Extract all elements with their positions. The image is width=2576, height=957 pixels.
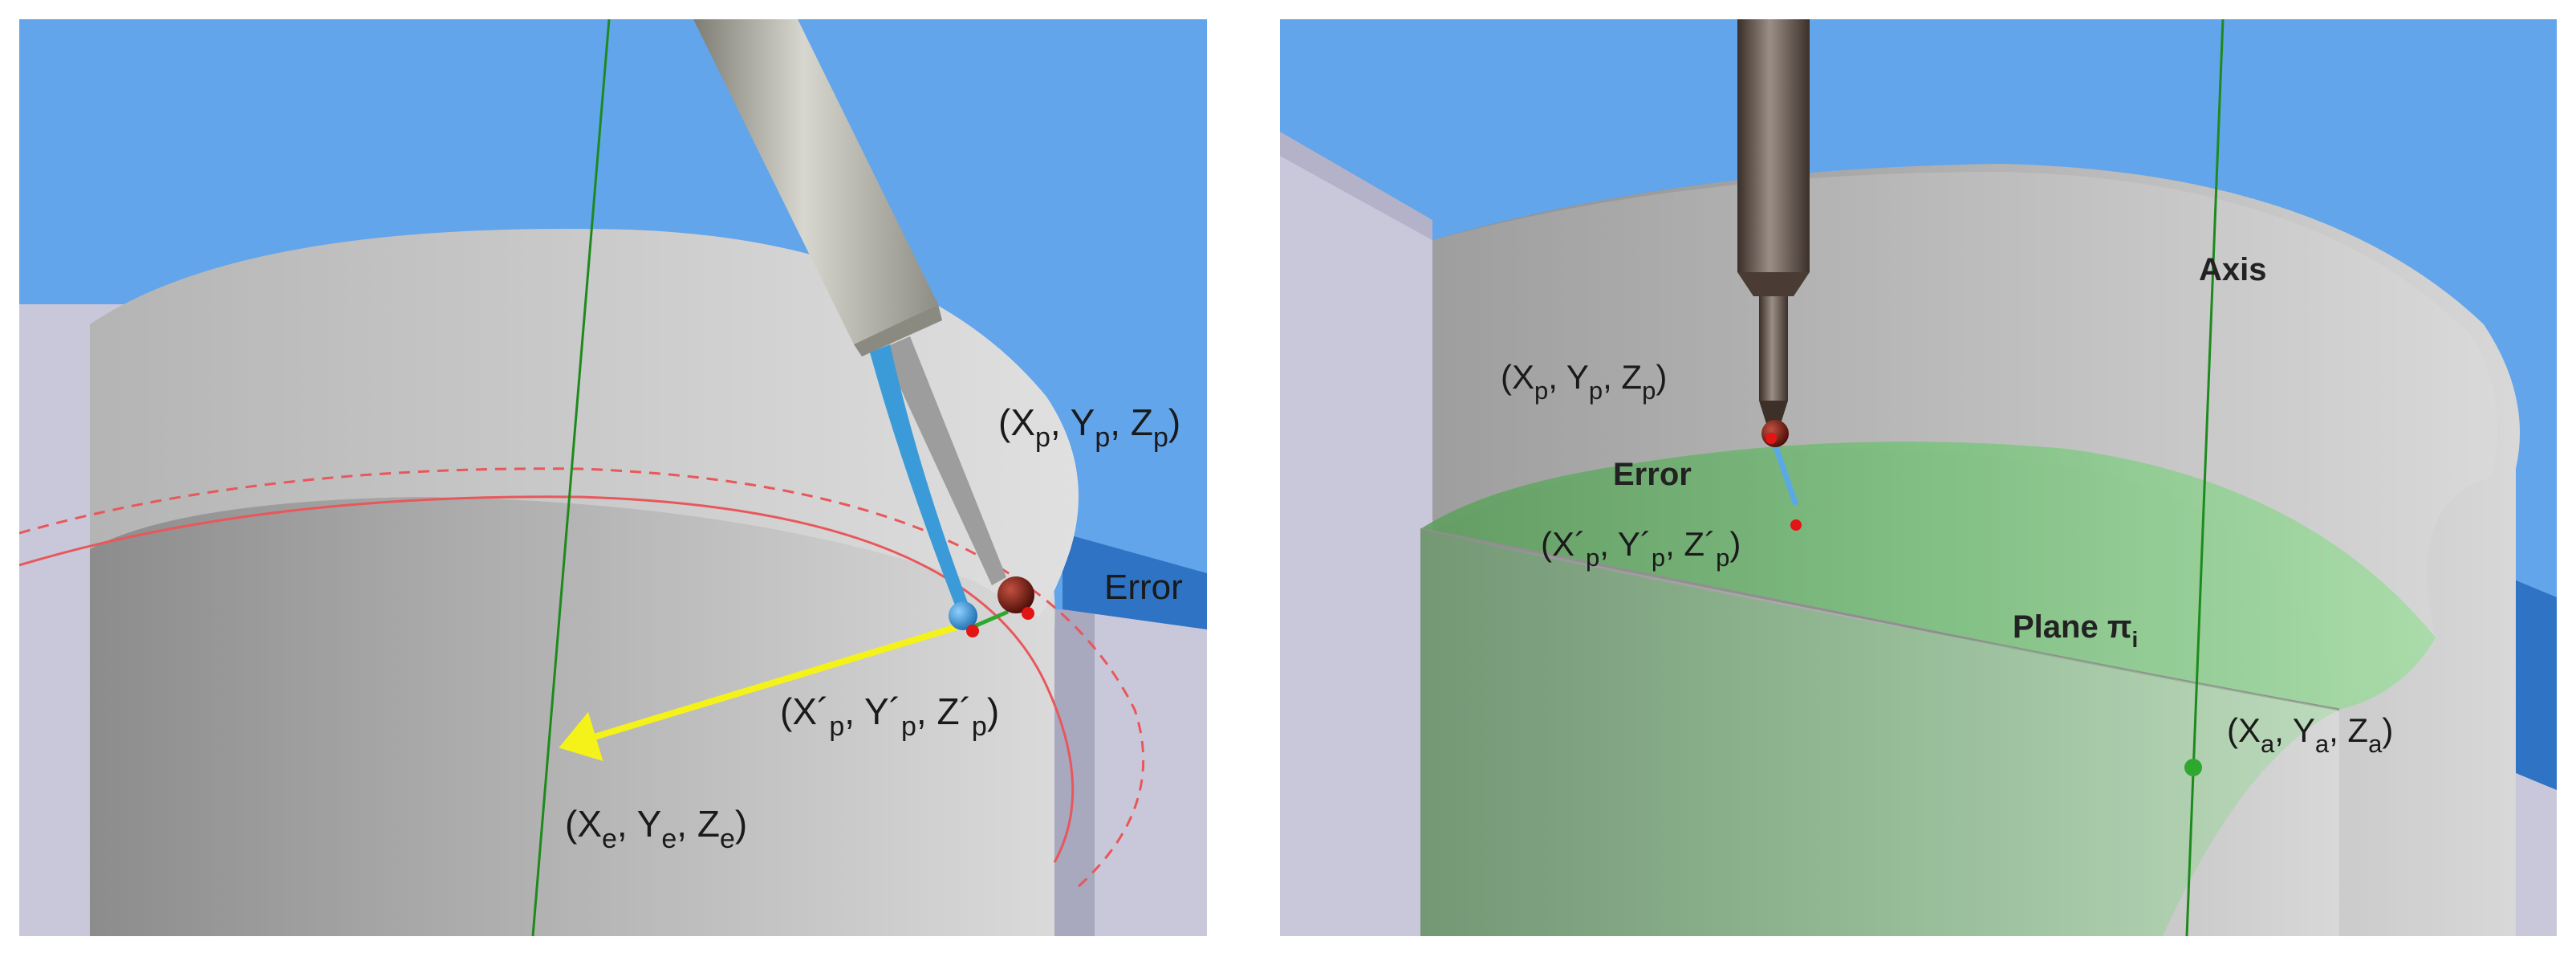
probe-ball-nominal: [997, 576, 1034, 613]
right-panel: Axis (Xp, Yp, Zp) Error (X´p, Y´p, Z´p) …: [1280, 19, 2557, 936]
probe-tool-body: [1737, 19, 1810, 272]
error-label: Error: [1613, 457, 1692, 492]
block-left-face: [1280, 156, 1432, 936]
error-circle-dashed: [19, 467, 1145, 888]
cylinder-axis-line: [2185, 19, 2225, 936]
right-panel-render: Axis (Xp, Yp, Zp) Error (X´p, Y´p, Z´p) …: [1280, 19, 2557, 936]
cylinder-inner-wall: [1432, 172, 2497, 710]
ellipse-point-label: (Xe, Ye, Ze): [565, 803, 747, 854]
plane-section: [1420, 442, 2436, 710]
measured-point-marker: [1765, 433, 1777, 444]
measured-point-label: (Xp, Yp, Zp): [998, 401, 1180, 453]
cylinder-axis-line: [531, 19, 611, 936]
probe-stylus-blue: [870, 344, 970, 613]
corrected-point-label: (X´p, Y´p, Z´p): [780, 690, 999, 742]
plane-label: Plane πi: [2013, 609, 2138, 652]
measured-point-marker: [1022, 607, 1034, 620]
probe-tool-collar: [1737, 272, 1810, 296]
plane-section-front: [1420, 529, 2339, 936]
deviation-arrow: [559, 622, 964, 762]
measured-point-label: (Xp, Yp, Zp): [1501, 358, 1667, 405]
left-panel: (Xp, Yp, Zp) Error (X´p, Y´p, Z´p) (Xe, …: [19, 19, 1207, 936]
error-vector: [972, 609, 1009, 629]
error-vector: [1772, 443, 1799, 507]
axis-point-marker: [2184, 759, 2202, 776]
corrected-point-marker: [1790, 519, 1802, 531]
axis-point-label: (Xa, Ya, Za): [2227, 711, 2393, 758]
probe-stylus-upper: [1759, 296, 1788, 401]
probe-stylus-grey: [882, 336, 1006, 585]
left-panel-render: (Xp, Yp, Zp) Error (X´p, Y´p, Z´p) (Xe, …: [19, 19, 1207, 936]
corrected-point-label: (X´p, Y´p, Z´p): [1541, 525, 1741, 572]
error-label: Error: [1104, 568, 1183, 607]
axis-label: Axis: [2199, 252, 2267, 287]
block-right-shadow: [1062, 533, 1207, 629]
probe-tool-body: [693, 19, 938, 344]
probe-ball-deflected: [949, 601, 977, 630]
error-circle-solid: [19, 495, 1075, 863]
probe-tool-collar: [854, 304, 942, 356]
cylinder-top: [90, 228, 1079, 617]
probe-ball-nominal: [1761, 420, 1789, 447]
plane-lower-edge: [1420, 527, 2340, 711]
corrected-point-marker: [966, 625, 979, 637]
block-right-face: [1062, 609, 1207, 936]
block-left-top: [1280, 132, 1432, 240]
